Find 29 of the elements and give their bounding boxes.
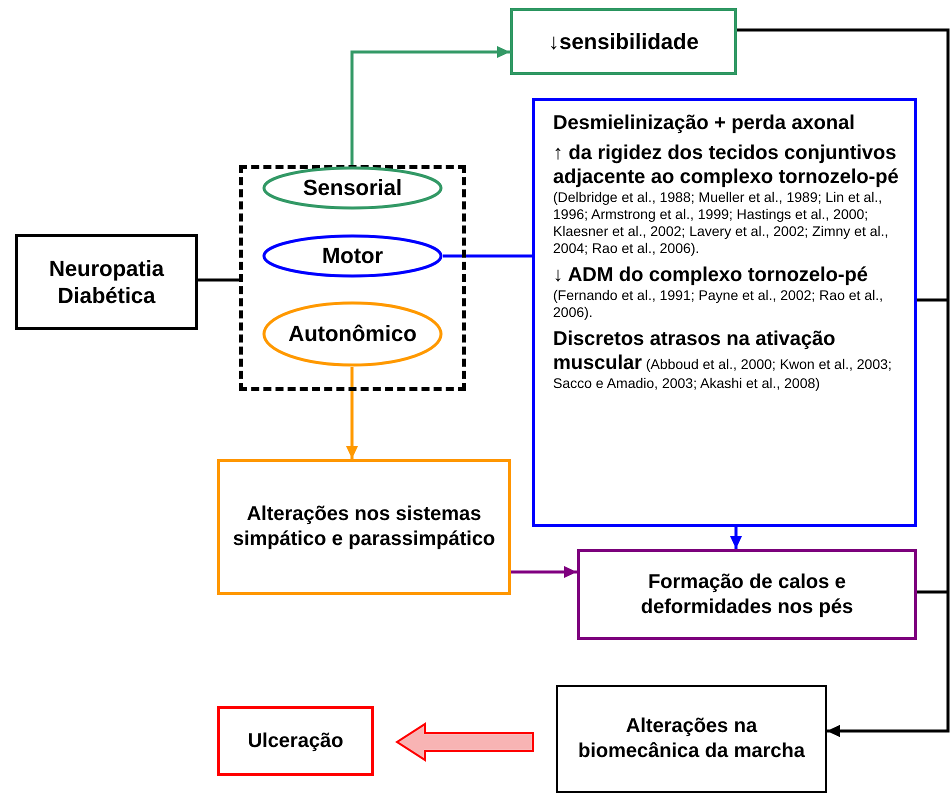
node-label: Alterações nos sistemas simpático e parassimpático xyxy=(232,502,496,552)
process-box xyxy=(532,98,917,527)
process-box xyxy=(217,459,511,595)
arrow xyxy=(730,527,742,549)
process-box xyxy=(15,234,198,330)
connector-line xyxy=(443,254,532,258)
finding-text: ↓ ADM do complexo tornozelo-pé (Fernando et al., 1991; Payne et al., 2002; Rao et al., 2006). xyxy=(553,263,884,322)
arrow xyxy=(511,566,577,578)
process-box xyxy=(217,706,374,776)
process-box xyxy=(556,685,827,793)
finding-text: ↑ da rigidez dos tecidos conjuntivos adjacente ao complexo tornozelo-pé (Delbridge et al., 1988; Mueller et al., 1989; Lin et al., 1996; Armstrong et al., 1999; Hastings et al., 2000; Klaesner et al., 2002; Lavery et al., 2002; Zimny et al., 2004; Rao et al., 2006). xyxy=(553,141,900,258)
node-label: Motor xyxy=(322,243,384,269)
node-label: Neuropatia Diabética xyxy=(48,254,166,310)
arrow xyxy=(350,46,510,166)
connector-line xyxy=(198,278,239,282)
finding-text: Discretos atrasos na ativação muscular (Abboud et al., 2000; Kwon et al., 2003; Sacco e Amadio, 2003; Akashi et al., 2008) xyxy=(553,327,893,393)
group-box xyxy=(239,165,466,391)
arrow xyxy=(827,590,950,737)
finding-text: Desmielinização + perda axonal xyxy=(553,111,856,135)
node-label: Formação de calos e deformidades nos pés xyxy=(640,570,854,620)
process-box xyxy=(510,8,737,75)
node-label: Autonômico xyxy=(288,321,417,347)
node-label: Ulceração xyxy=(248,728,344,754)
process-box xyxy=(577,549,917,640)
node-label: Alterações na biomecânica da marcha xyxy=(577,714,806,764)
node-label: ↓sensibilidade xyxy=(548,28,699,56)
node-label: Sensorial xyxy=(302,175,402,201)
arrow xyxy=(346,367,358,459)
block-arrow xyxy=(395,722,534,762)
